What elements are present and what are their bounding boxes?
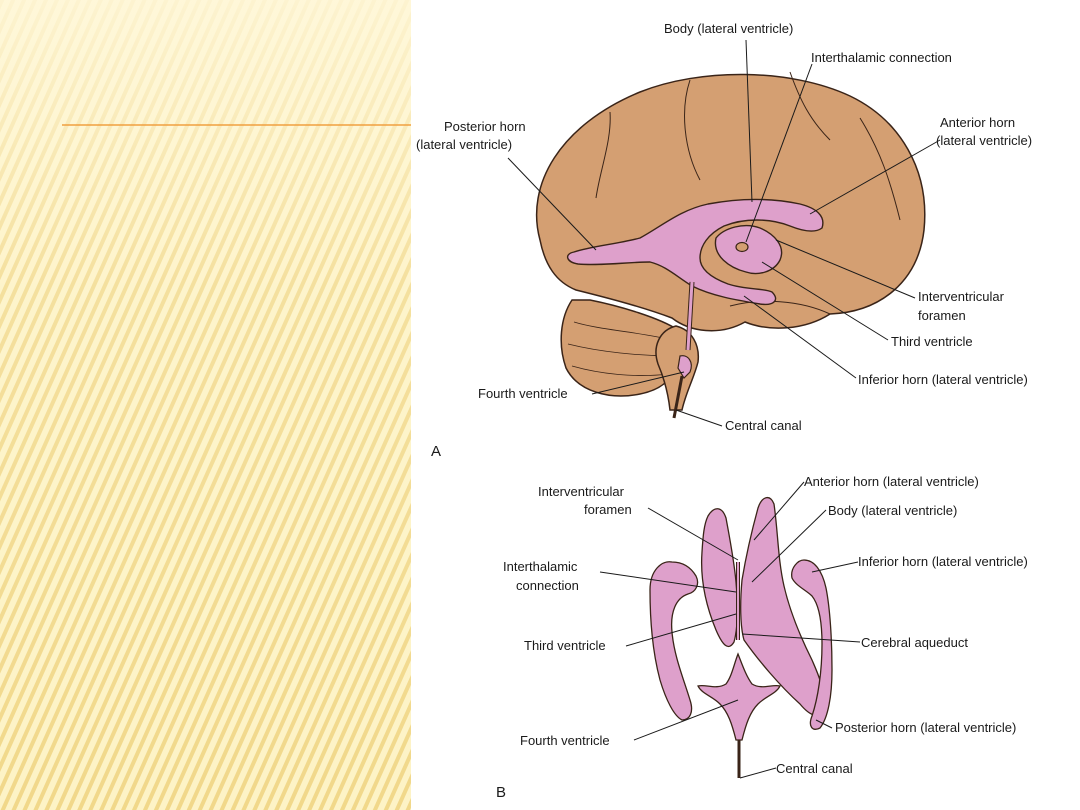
- label-a-interventricular-2: foramen: [918, 308, 966, 323]
- label-a-anterior-horn-2: (lateral ventricle): [936, 133, 1032, 148]
- label-a-posterior-horn: Posterior horn: [444, 119, 526, 134]
- label-a-inferior-horn: Inferior horn (lateral ventricle): [858, 372, 1028, 387]
- label-a-posterior-horn-2: (lateral ventricle): [416, 137, 512, 152]
- lateral-ventricle-shape: [567, 198, 824, 306]
- panel-b-letter: B: [496, 784, 506, 801]
- left-lateral-ventricle-shape: [700, 508, 738, 647]
- label-a-fourth-ventricle: Fourth ventricle: [478, 386, 568, 401]
- label-b-fourth-ventricle: Fourth ventricle: [520, 733, 610, 748]
- label-a-interthalamic: Interthalamic connection: [811, 50, 952, 65]
- label-b-body: Body (lateral ventricle): [828, 503, 957, 518]
- panel-b: Anterior horn (lateral ventricle) Interv…: [496, 474, 1028, 801]
- label-b-interventricular: Interventricular: [538, 484, 625, 499]
- interthalamic-connection-shape: [735, 241, 749, 253]
- label-a-third-ventricle: Third ventricle: [891, 334, 973, 349]
- decorative-striped-panel: [0, 0, 411, 810]
- cerebellum-shape: [560, 299, 679, 397]
- label-a-body: Body (lateral ventricle): [664, 21, 793, 36]
- left-posterior-horn-shape: [649, 561, 699, 721]
- panel-a-letter: A: [431, 443, 441, 460]
- label-b-central-canal: Central canal: [776, 761, 853, 776]
- panel-a: Body (lateral ventricle) Interthalamic c…: [416, 21, 1032, 460]
- label-b-interventricular-2: foramen: [584, 502, 632, 517]
- label-b-inferior-horn: Inferior horn (lateral ventricle): [858, 554, 1028, 569]
- label-b-interthalamic-2: connection: [516, 578, 579, 593]
- label-b-cerebral-aqueduct: Cerebral aqueduct: [861, 635, 968, 650]
- ventricles-figure: Body (lateral ventricle) Interthalamic c…: [411, 0, 1080, 810]
- right-inferior-horn-shape: [791, 559, 833, 730]
- right-lateral-ventricle-shape: [740, 497, 824, 716]
- label-b-interthalamic: Interthalamic: [503, 559, 578, 574]
- label-a-interventricular: Interventricular: [918, 289, 1005, 304]
- label-b-posterior-horn: Posterior horn (lateral ventricle): [835, 720, 1016, 735]
- label-a-central-canal: Central canal: [725, 418, 802, 433]
- label-b-anterior-horn: Anterior horn (lateral ventricle): [804, 474, 979, 489]
- label-b-third-ventricle: Third ventricle: [524, 638, 606, 653]
- label-a-anterior-horn: Anterior horn: [940, 115, 1015, 130]
- third-ventricle-shape: [714, 224, 783, 275]
